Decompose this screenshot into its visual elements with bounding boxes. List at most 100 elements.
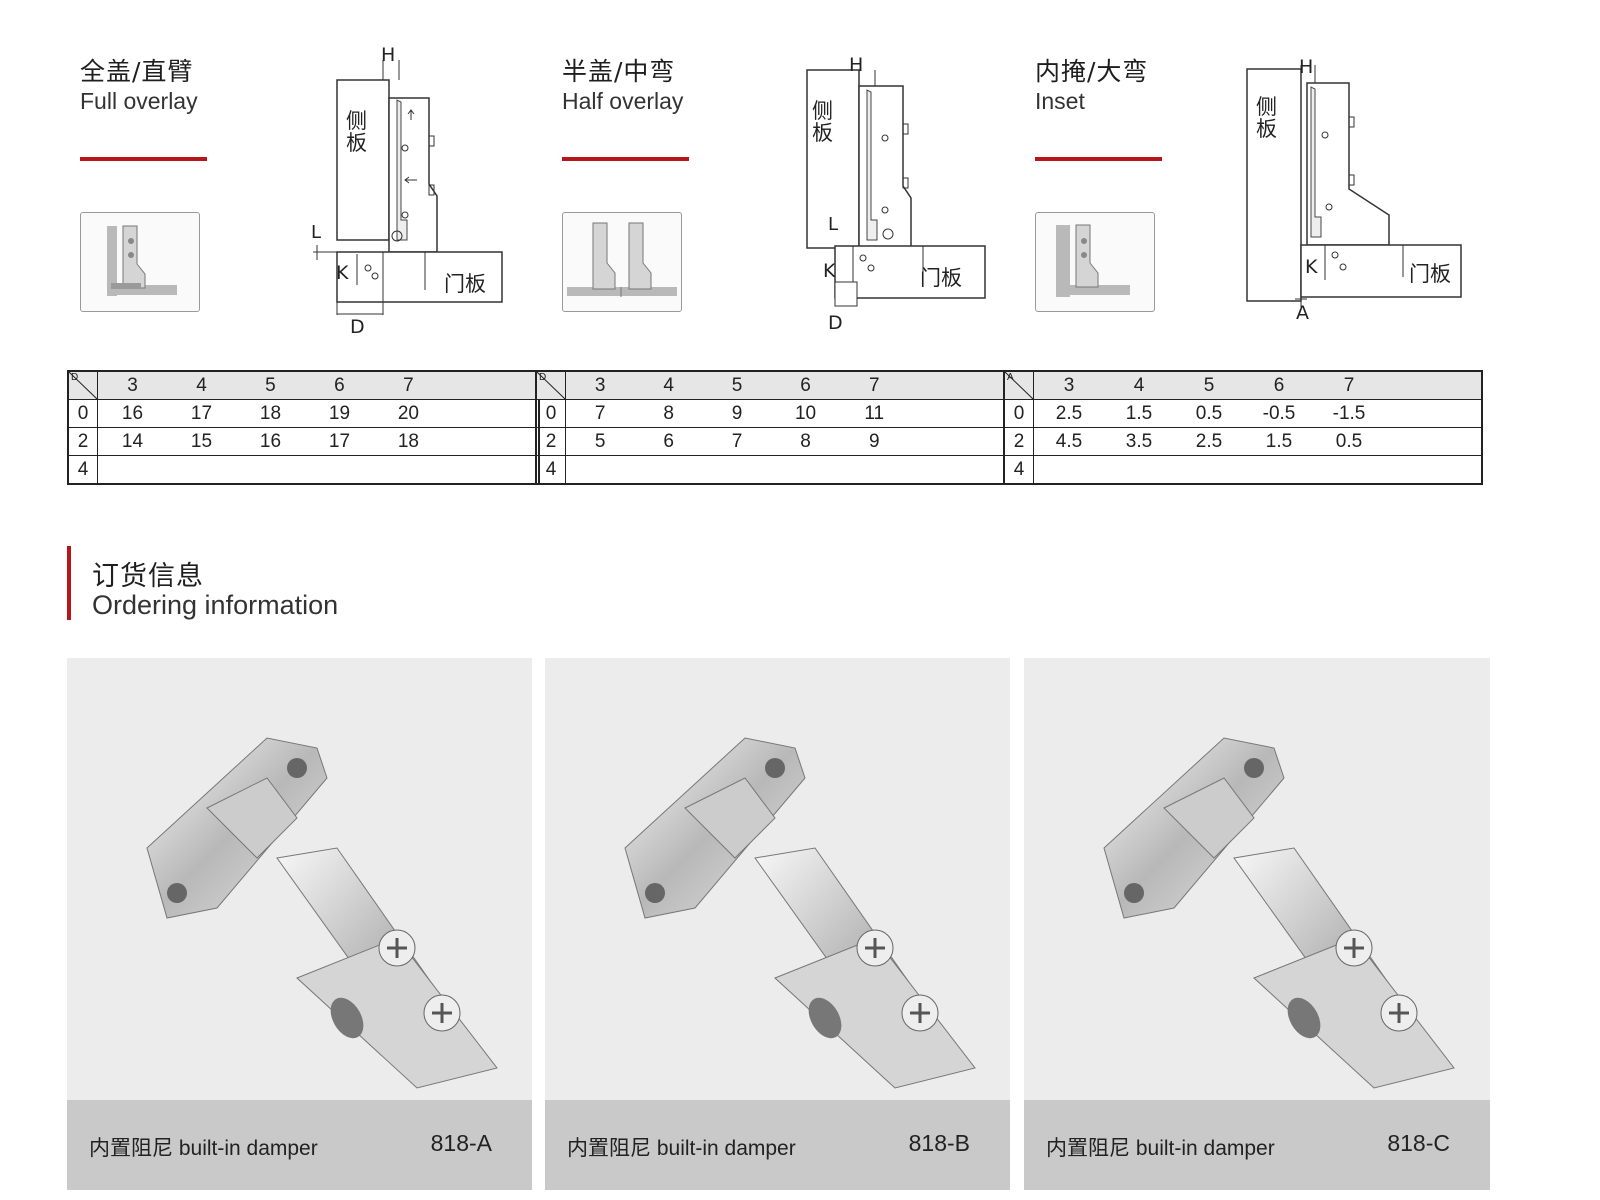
table-corner: A	[1005, 372, 1033, 399]
table-header-cell: 6	[771, 370, 840, 400]
table-header-cell: 4	[1104, 370, 1174, 400]
table-cell: 16	[97, 399, 167, 428]
diagram-label-h: H	[381, 44, 396, 66]
table-row: 2 14 15 16 17 18	[67, 427, 541, 456]
table-cell: 0.5	[1174, 399, 1244, 428]
overlay-title-cn: 半盖/中弯	[562, 57, 676, 86]
table-row-label: 0	[67, 399, 98, 428]
table-header-cell: 5	[235, 370, 305, 400]
diagram-label-l: L	[828, 214, 839, 235]
product-label: 内置阻尼 built-in damper	[1046, 1137, 1275, 1160]
overlay-section-full: 全盖/直臂 Full overlay H 侧板 L K 门板 D	[0, 0, 541, 490]
table-header-cell: 3	[1033, 370, 1104, 400]
table-corner-label: D	[539, 372, 547, 383]
diagram-label-side-panel: 侧板	[812, 99, 833, 145]
overlay-diagram	[1246, 65, 1462, 307]
table-header-cell: 5	[702, 370, 772, 400]
overlay-title-en: Full overlay	[80, 88, 198, 114]
table-row: 4	[1003, 455, 1483, 485]
hinge-thumb-icon	[567, 222, 677, 297]
table-cell: 2.5	[1033, 399, 1104, 428]
diagram-label-h: H	[849, 54, 864, 76]
hinge-thumb-icon	[107, 225, 177, 296]
product-label: 内置阻尼 built-in damper	[89, 1137, 318, 1160]
diagram-label-k: K	[823, 260, 836, 282]
table-cell: 6	[634, 427, 703, 456]
ordering-title-en: Ordering information	[92, 590, 339, 620]
table-header-cell: 7	[839, 370, 909, 400]
table-cell: 5	[565, 427, 635, 456]
overlay-red-rule	[80, 157, 207, 161]
table-row: 4	[535, 455, 1006, 485]
product-card[interactable]: 内置阻尼 built-in damper 818-B	[545, 658, 1010, 1190]
overlay-red-rule	[562, 157, 689, 161]
table-header-cell: 3	[565, 370, 635, 400]
table-row-label: 2	[1003, 427, 1034, 456]
table-cell: 10	[771, 399, 840, 428]
product-card-footer: 内置阻尼 built-in damper 818-C	[1024, 1100, 1490, 1190]
diagram-label-a: A	[1296, 302, 1309, 324]
ordering-accent-bar	[67, 546, 71, 620]
table-cell: 2.5	[1174, 427, 1244, 456]
table-cell: 0.5	[1314, 427, 1384, 456]
hinge-thumb-icon	[1056, 224, 1130, 297]
diagram-label-door-panel: 门板	[1409, 262, 1451, 286]
table-cell: 20	[373, 399, 443, 428]
table-row-label: 0	[535, 399, 566, 428]
product-card[interactable]: 内置阻尼 built-in damper 818-C	[1024, 658, 1490, 1190]
table-row: 0 2.5 1.5 0.5 -0.5 -1.5	[1003, 399, 1483, 428]
table-cell: 16	[235, 427, 305, 456]
table-cell: -1.5	[1314, 399, 1384, 428]
table-cell: 15	[166, 427, 236, 456]
product-code: 818-A	[430, 1130, 492, 1156]
table-cell: 4.5	[1033, 427, 1104, 456]
spec-table-full: D 3 4 5 6 7 0 16 17 18 19 20 2 14 15 16 …	[67, 370, 541, 485]
table-row: 0 16 17 18 19 20	[67, 399, 541, 428]
table-cell: 7	[702, 427, 772, 456]
table-cell: 17	[304, 427, 374, 456]
table-cell: 1.5	[1104, 399, 1174, 428]
table-header-cell: 4	[634, 370, 703, 400]
product-card-footer: 内置阻尼 built-in damper 818-B	[545, 1100, 1010, 1190]
diagram-label-door-panel: 门板	[920, 266, 962, 290]
table-row-label: 2	[535, 427, 566, 456]
hinge-product-icon	[146, 737, 498, 1089]
table-cell: 8	[634, 399, 703, 428]
table-cell: 8	[771, 427, 840, 456]
overlay-diagram	[313, 60, 503, 315]
overlay-diagram	[806, 69, 986, 307]
diagram-label-h: H	[1299, 56, 1314, 78]
overlay-section-half: 半盖/中弯 Half overlay H 侧板 L K 门板 D D	[535, 0, 1010, 490]
overlay-thumbnail	[562, 212, 682, 312]
product-label: 内置阻尼 built-in damper	[567, 1137, 796, 1160]
hinge-product-icon	[1103, 737, 1455, 1089]
table-corner: D	[537, 372, 565, 399]
product-card[interactable]: 内置阻尼 built-in damper 818-A	[67, 658, 532, 1190]
product-card-footer: 内置阻尼 built-in damper 818-A	[67, 1100, 532, 1190]
table-row-label: 2	[67, 427, 98, 456]
product-code: 818-B	[908, 1130, 970, 1156]
spec-table-inset: A 3 4 5 6 7 0 2.5 1.5 0.5 -0.5 -1.5 2 4.…	[1003, 370, 1483, 485]
hinge-product-icon	[624, 737, 976, 1089]
table-cell: 14	[97, 427, 167, 456]
table-cell: 7	[565, 399, 635, 428]
table-cell: 9	[839, 427, 909, 456]
overlay-title-cn: 内掩/大弯	[1035, 57, 1149, 86]
table-header-cell: 4	[166, 370, 236, 400]
overlay-section-inset: 内掩/大弯 Inset H 侧板 K 门板 A A 3 4	[1003, 0, 1490, 490]
overlay-title-en: Inset	[1035, 88, 1085, 114]
diagram-label-door-panel: 门板	[444, 272, 486, 296]
table-row: 4	[67, 455, 541, 485]
diagram-label-k: K	[1305, 256, 1318, 278]
overlay-thumbnail	[1035, 212, 1155, 312]
diagram-label-side-panel: 侧板	[1256, 95, 1277, 141]
diagram-label-k: K	[336, 262, 349, 284]
product-code: 818-C	[1387, 1130, 1450, 1156]
table-cell: 1.5	[1244, 427, 1314, 456]
diagram-label-side-panel: 侧板	[346, 109, 367, 155]
table-cell: 11	[839, 399, 909, 428]
table-header-cell: 5	[1174, 370, 1244, 400]
table-header-cell: 7	[1314, 370, 1384, 400]
table-header-cell: 7	[373, 370, 443, 400]
table-header-cell: 3	[97, 370, 167, 400]
